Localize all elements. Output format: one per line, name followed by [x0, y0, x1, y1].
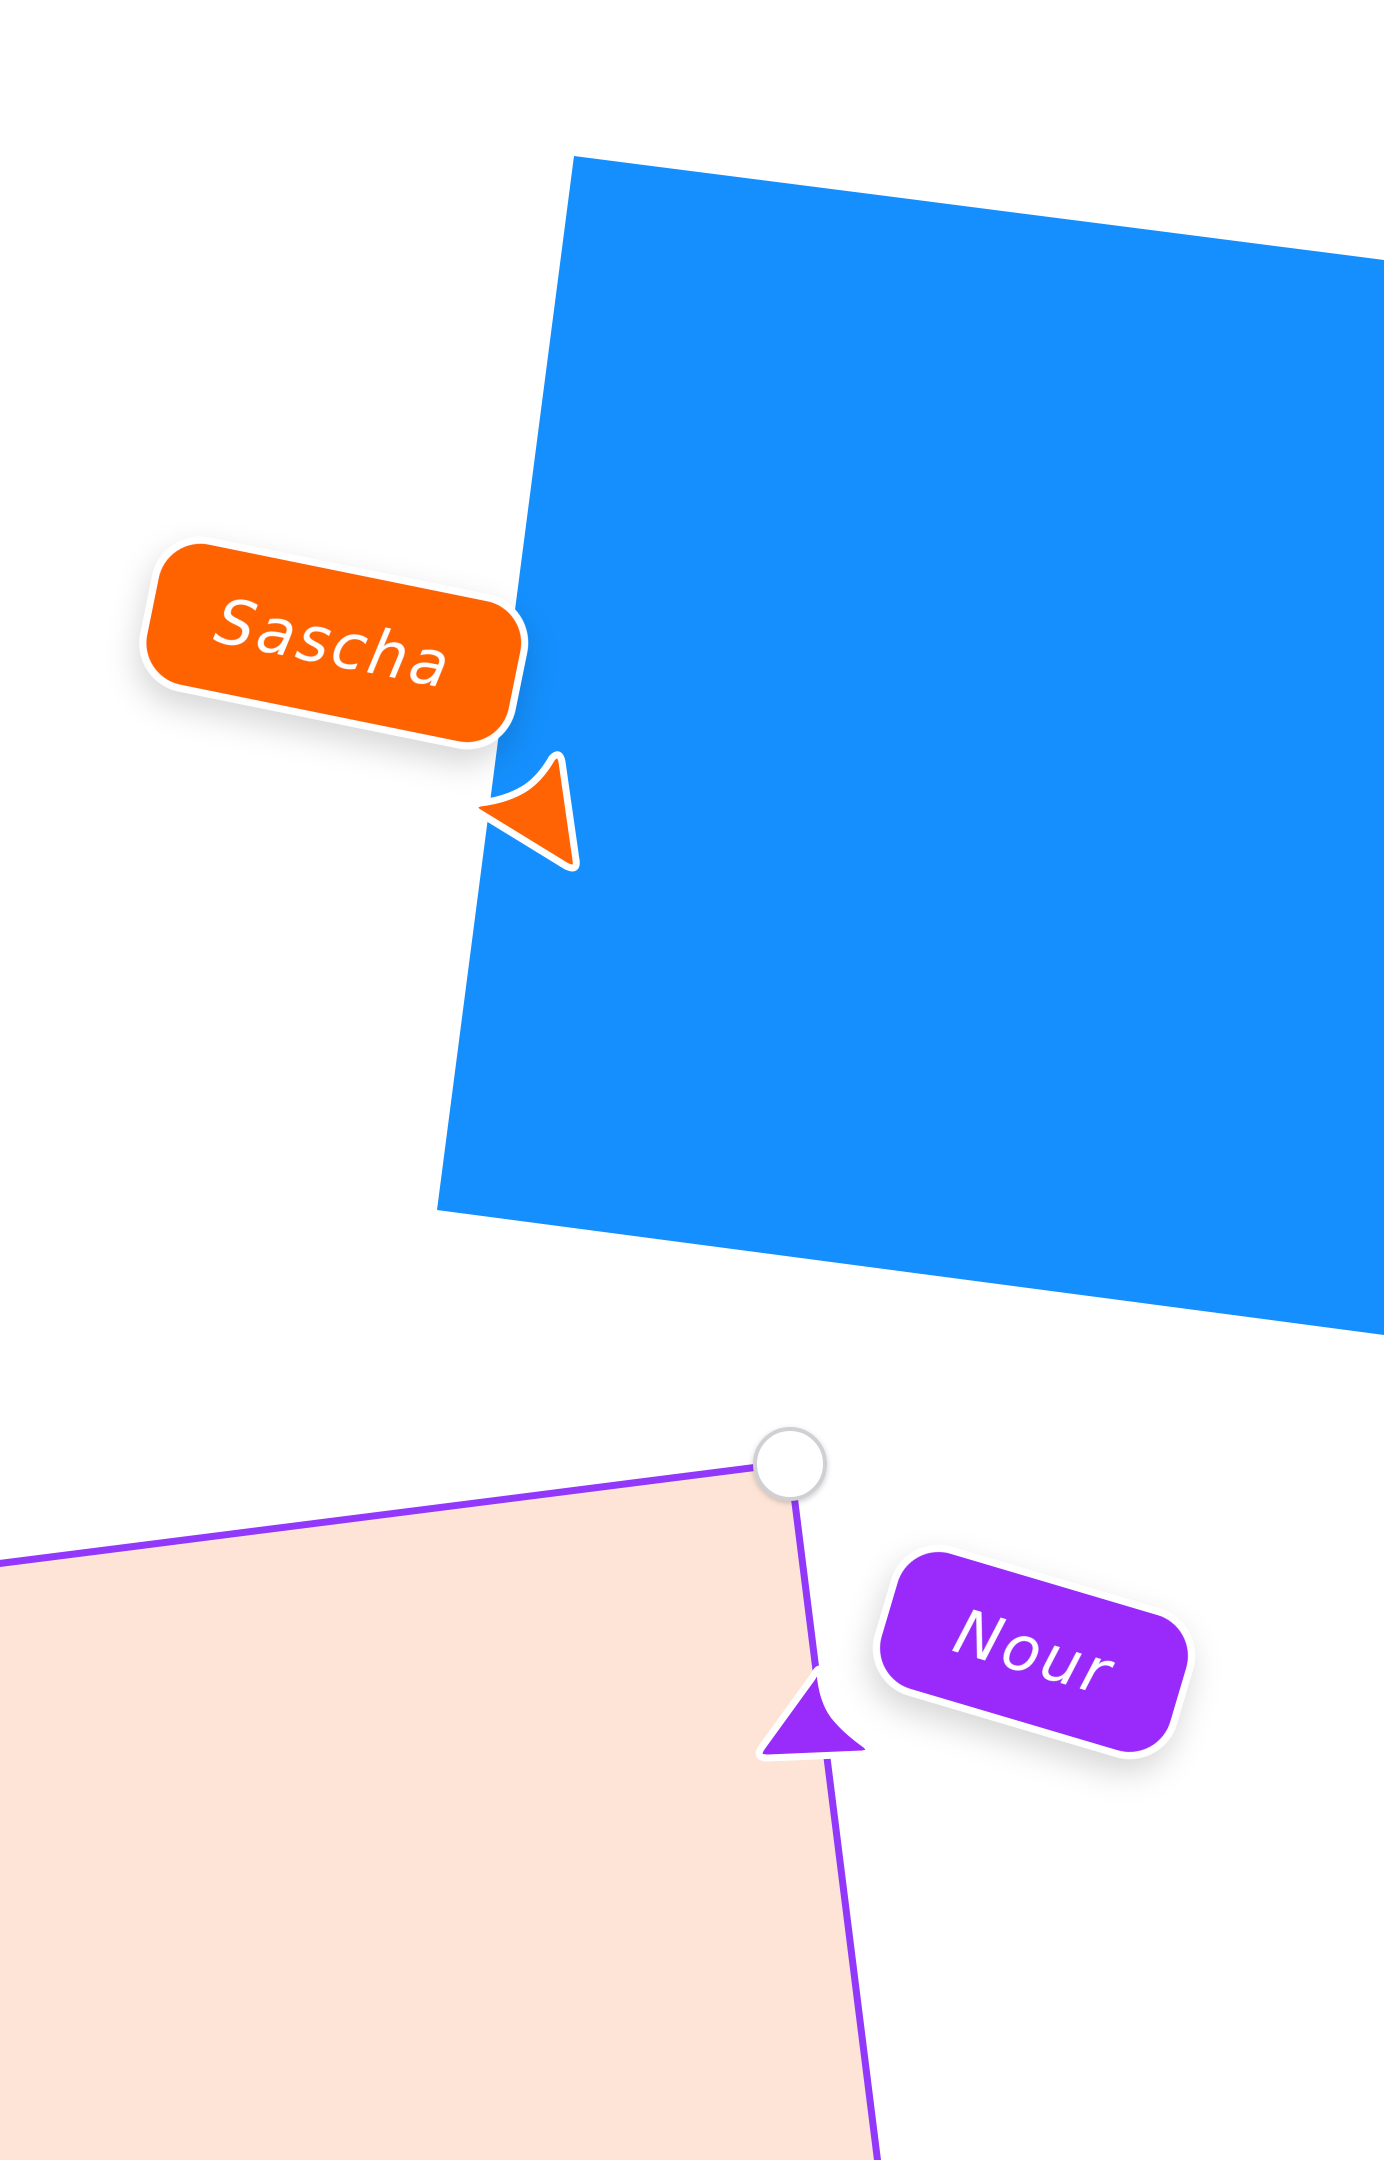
cursor-arrow-icon — [755, 1665, 873, 1762]
cursor-sascha-tag: Sascha — [139, 536, 529, 750]
cursor-sascha-tag-bg — [139, 536, 529, 750]
cursor-sascha: Sascha — [139, 536, 580, 872]
cursor-arrow-icon — [471, 751, 580, 872]
selection-resize-handle[interactable] — [753, 1427, 827, 1501]
cursor-nour-tag-bg — [872, 1544, 1196, 1760]
peach-rectangle[interactable] — [0, 1463, 880, 2160]
cursor-nour-tag: Nour — [872, 1544, 1196, 1760]
cursor-nour: Nour — [755, 1544, 1196, 1762]
blue-rectangle[interactable] — [437, 156, 1384, 1336]
